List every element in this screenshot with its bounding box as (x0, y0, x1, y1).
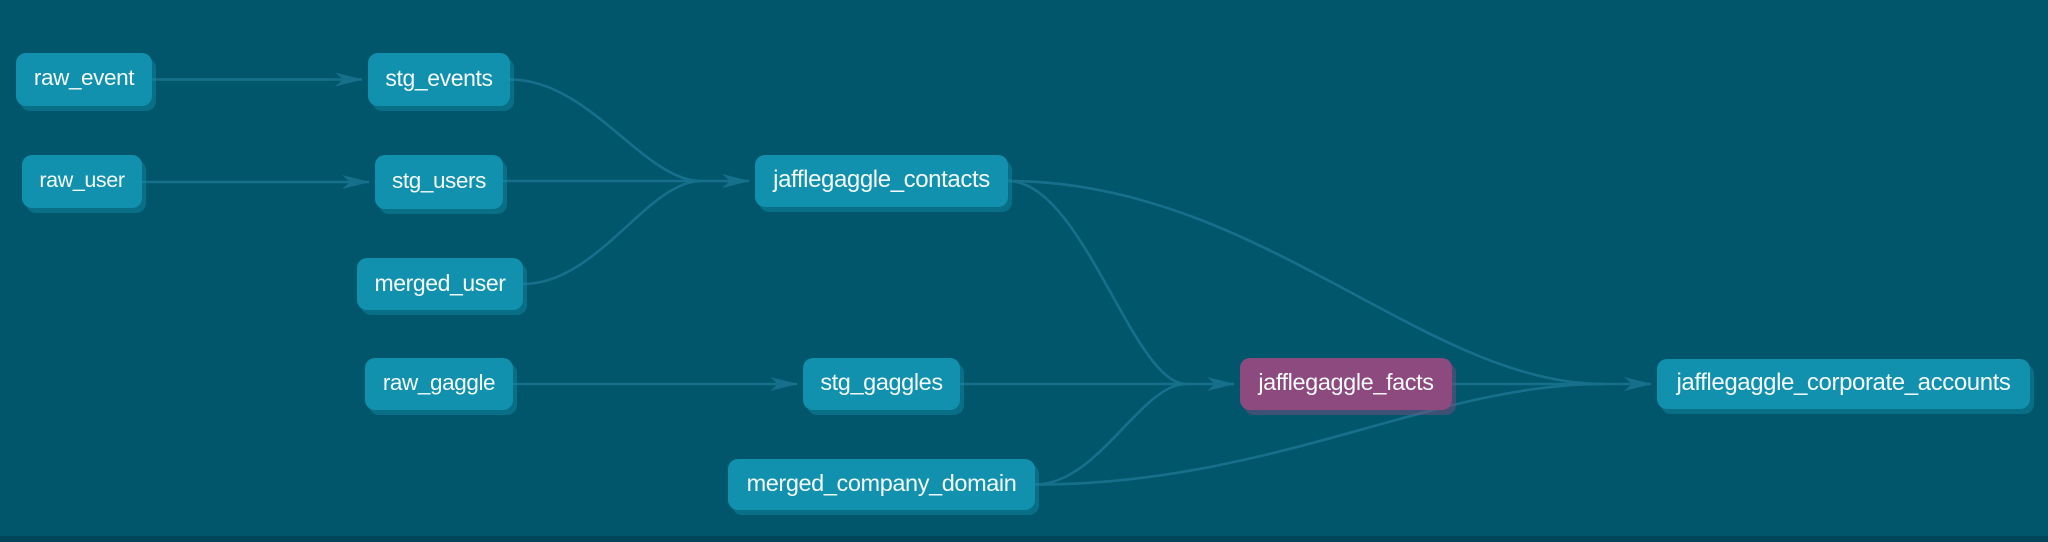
edge (522, 179, 702, 286)
node-label: jafflegaggle_facts (1258, 369, 1434, 396)
edge (1034, 382, 1604, 486)
node-merged_user[interactable]: merged_user (357, 258, 523, 310)
edge (1007, 179, 1187, 386)
node-jafflegaggle_facts[interactable]: jafflegaggle_facts (1240, 358, 1452, 410)
node-jafflegaggle_corporate_accounts[interactable]: jafflegaggle_corporate_accounts (1657, 359, 2030, 409)
node-label: raw_user (39, 167, 125, 192)
node-label: merged_user (374, 269, 506, 296)
node-label: merged_company_domain (746, 469, 1017, 496)
node-stg_gaggles[interactable]: stg_gaggles (803, 358, 960, 410)
node-merged_company_domain[interactable]: merged_company_domain (728, 459, 1035, 510)
node-label: jafflegaggle_corporate_accounts (1676, 369, 2011, 396)
edge (1034, 382, 1187, 486)
node-stg_users[interactable]: stg_users (375, 155, 503, 209)
node-label: raw_gaggle (382, 369, 496, 395)
node-raw_gaggle[interactable]: raw_gaggle (365, 358, 513, 410)
node-label: stg_users (392, 167, 486, 193)
edge (509, 78, 702, 183)
node-stg_events[interactable]: stg_events (368, 53, 510, 106)
node-label: stg_events (385, 65, 493, 91)
node-raw_user[interactable]: raw_user (22, 155, 142, 208)
edge (1007, 179, 1604, 386)
bottom-bar (0, 536, 2048, 542)
node-label: stg_gaggles (820, 369, 943, 396)
node-jafflegaggle_contacts[interactable]: jafflegaggle_contacts (755, 155, 1008, 207)
node-raw_event[interactable]: raw_event (16, 53, 152, 106)
node-label: jafflegaggle_contacts (773, 166, 990, 193)
node-label: raw_event (33, 65, 135, 91)
